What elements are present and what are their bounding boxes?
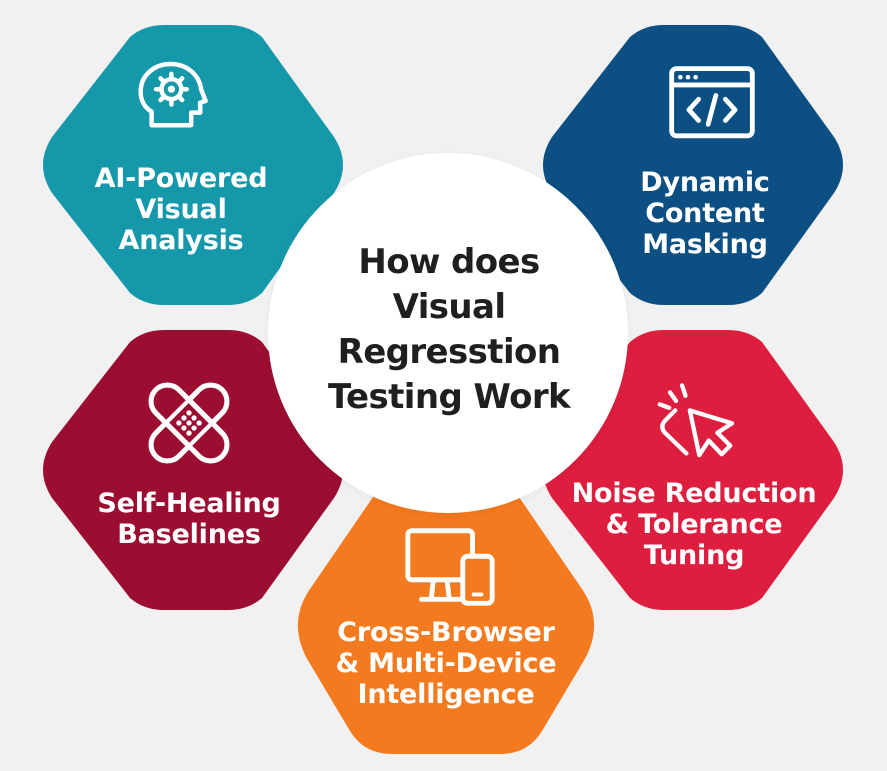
- petal-label-line: & Tolerance: [605, 509, 783, 541]
- petal-label-line: Self-Healing: [97, 488, 281, 519]
- petal-shape: [543, 330, 843, 610]
- petal-label-line: Intelligence: [357, 679, 535, 711]
- ai-head-gear-icon: [138, 61, 208, 128]
- bandage-icon: [148, 382, 230, 464]
- petal-label: Self-Healing Baselines: [64, 488, 314, 550]
- petal-shape-path: [297, 469, 595, 754]
- petal-label: Cross-Browser & Multi-Device Intelligenc…: [300, 617, 592, 710]
- petal-label: AI-Powered Visual Analysis: [56, 163, 306, 256]
- petal-dynamic-content-masking: Dynamic Content Masking: [534, 25, 852, 305]
- petal-shape: [43, 330, 343, 610]
- petal-shape-path: [543, 25, 843, 305]
- petal-label-line: Visual: [135, 194, 227, 226]
- center-circle: How does Visual Regresstion Testing Work: [268, 153, 628, 513]
- center-title-line: Visual: [392, 287, 506, 328]
- petal-ai-powered-visual-analysis: AI-Powered Visual Analysis: [34, 25, 352, 305]
- petal-label-line: Cross-Browser: [337, 617, 555, 648]
- petal-shape: [297, 469, 595, 754]
- petal-self-healing-baselines: Self-Healing Baselines: [34, 330, 352, 610]
- petal-label-line: AI-Powered: [94, 163, 268, 194]
- center-title-line: Testing Work: [327, 376, 571, 417]
- petal-label-line: Masking: [642, 229, 768, 261]
- petal-shape-path: [543, 330, 843, 610]
- petal-label-line: & Multi-Device: [335, 648, 557, 680]
- cursor-click-icon: [657, 383, 735, 458]
- petal-noise-reduction-tolerance-tuning: Noise Reduction & Tolerance Tuning: [534, 330, 852, 610]
- petal-shape: [543, 25, 843, 305]
- petal-cross-browser-multi-device-intelligence: Cross-Browser & Multi-Device Intelligenc…: [288, 469, 604, 754]
- center-title-line: Regresstion: [337, 332, 561, 372]
- petal-label-line: Baselines: [117, 519, 261, 551]
- petal-label-line: Analysis: [118, 225, 244, 257]
- center-title-line: How does: [358, 242, 540, 283]
- code-window-icon: [669, 66, 755, 139]
- petal-label-line: Tuning: [643, 540, 745, 572]
- center-title: How does Visual Regresstion Testing Work: [327, 240, 571, 420]
- petal-label-line: Dynamic: [640, 167, 770, 198]
- petal-label: Noise Reduction & Tolerance Tuning: [564, 478, 824, 571]
- petal-shape-path: [43, 330, 343, 610]
- petal-shape-path: [43, 25, 343, 305]
- monitor-phone-icon: [405, 528, 495, 606]
- petal-label: Dynamic Content Masking: [580, 167, 830, 260]
- petal-label-line: Noise Reduction: [571, 478, 817, 509]
- petal-label-line: Content: [645, 198, 765, 230]
- petal-shape: [43, 25, 343, 305]
